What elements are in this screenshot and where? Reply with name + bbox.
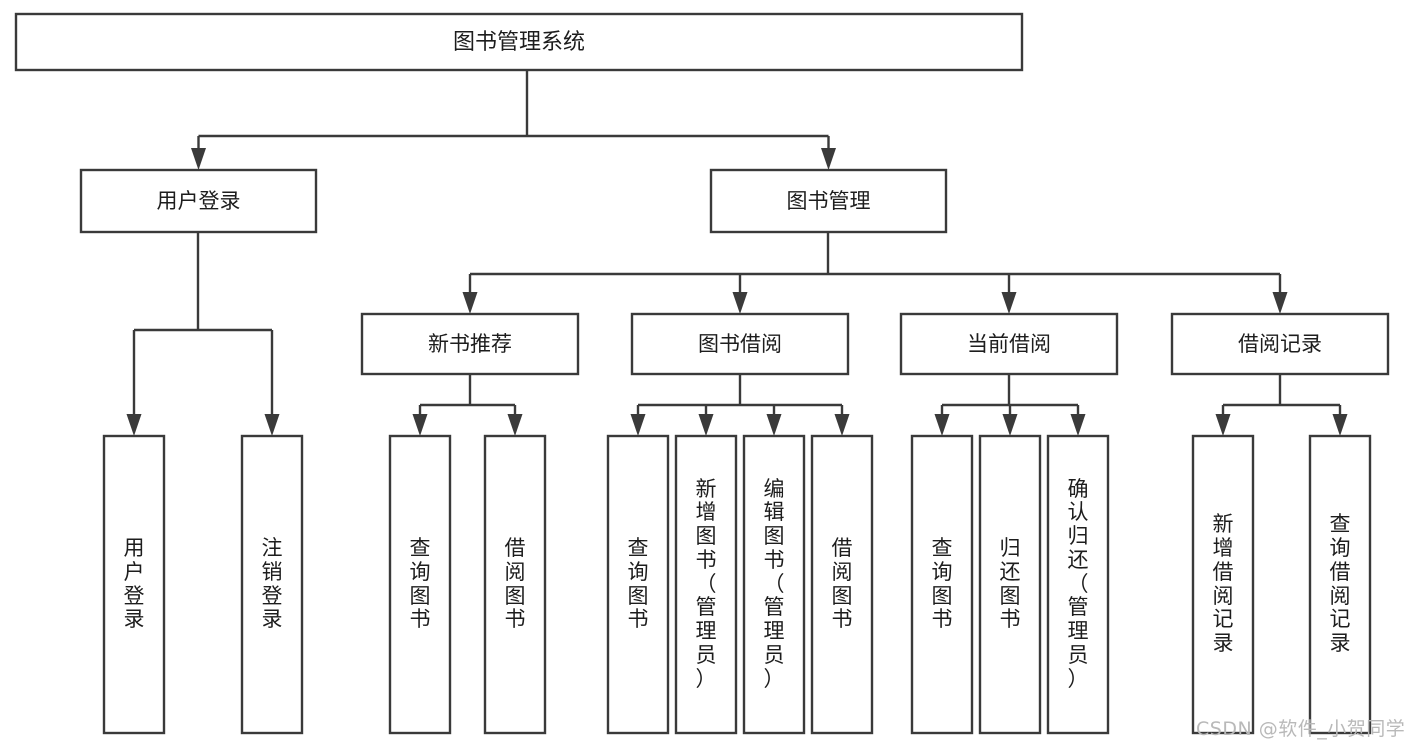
arrow-head-current-confirm-return-admin xyxy=(1070,414,1086,436)
node-box-recommend-query-book[interactable] xyxy=(388,434,452,735)
arrow-head-user-login-leaf xyxy=(126,414,142,436)
node-box-root[interactable] xyxy=(14,12,1024,72)
node-label-new-book-recommend: 新书推荐 xyxy=(428,332,512,356)
arrow-head-logout-leaf xyxy=(264,414,280,436)
node-box-current-borrow[interactable] xyxy=(899,312,1119,376)
node-box-current-confirm-return-admin[interactable] xyxy=(1046,434,1110,735)
node-box-logout-leaf[interactable] xyxy=(240,434,304,735)
node-label-user-login: 用户登录 xyxy=(157,189,241,213)
arrow-head-borrow-query-book xyxy=(630,414,646,436)
node-box-borrow-edit-book-admin[interactable] xyxy=(742,434,806,735)
csdn-watermark: CSDN @软件_小贺同学 xyxy=(1196,718,1405,740)
node-box-new-book-recommend[interactable] xyxy=(360,312,580,376)
arrow-head-record-query xyxy=(1332,414,1348,436)
arrow-head-borrow-edit-book-admin xyxy=(766,414,782,436)
arrow-head-recommend-borrow-book xyxy=(507,414,523,436)
node-box-borrow-borrow-book[interactable] xyxy=(810,434,874,735)
arrow-head-book-manage xyxy=(821,148,836,170)
node-box-book-borrow[interactable] xyxy=(630,312,850,376)
arrow-head-borrow-record xyxy=(1272,292,1288,314)
node-box-book-manage[interactable] xyxy=(709,168,948,234)
arrow-head-borrow-borrow-book xyxy=(834,414,850,436)
arrow-head-current-query-book xyxy=(934,414,950,436)
node-box-recommend-borrow-book[interactable] xyxy=(483,434,547,735)
node-box-borrow-record[interactable] xyxy=(1170,312,1390,376)
node-box-layer xyxy=(14,12,1390,735)
node-label-current-borrow: 当前借阅 xyxy=(967,332,1051,356)
arrow-head-borrow-add-book-admin xyxy=(698,414,714,436)
node-box-user-login-leaf[interactable] xyxy=(102,434,166,735)
node-label-book-borrow: 图书借阅 xyxy=(698,332,782,356)
arrow-head-recommend-query-book xyxy=(412,414,428,436)
arrow-head-user-login xyxy=(191,148,206,170)
node-box-current-return-book[interactable] xyxy=(978,434,1042,735)
node-box-record-query[interactable] xyxy=(1308,434,1372,735)
connector-layer xyxy=(126,70,1348,436)
node-box-user-login[interactable] xyxy=(79,168,318,234)
node-label-book-manage: 图书管理 xyxy=(787,189,871,213)
node-label-borrow-record: 借阅记录 xyxy=(1238,332,1322,356)
arrow-head-current-borrow xyxy=(1001,292,1017,314)
node-box-borrow-query-book[interactable] xyxy=(606,434,670,735)
node-label-root: 图书管理系统 xyxy=(453,30,585,55)
node-box-borrow-add-book-admin[interactable] xyxy=(674,434,738,735)
node-box-current-query-book[interactable] xyxy=(910,434,974,735)
arrow-head-new-book-recommend xyxy=(462,292,478,314)
node-box-record-add[interactable] xyxy=(1191,434,1255,735)
arrow-head-record-add xyxy=(1215,414,1231,436)
arrow-head-book-borrow xyxy=(732,292,748,314)
arrow-head-current-return-book xyxy=(1002,414,1018,436)
